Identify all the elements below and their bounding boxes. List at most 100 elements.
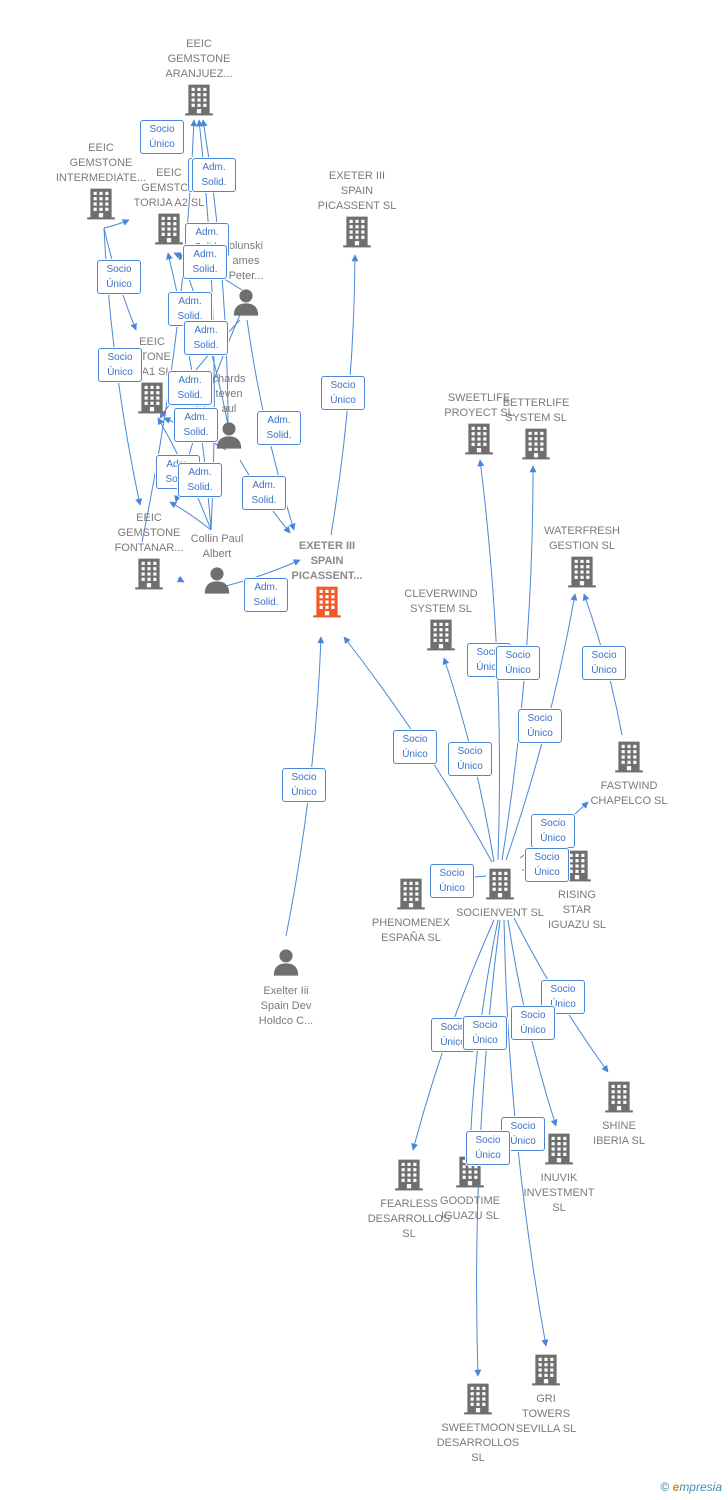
building-icon[interactable] — [529, 1353, 563, 1392]
person-icon[interactable] — [271, 947, 301, 982]
node-rising[interactable]: RISING STAR IGUAZU SL — [548, 888, 606, 933]
building-icon[interactable] — [424, 618, 458, 657]
edge-collin-to-fontanar — [169, 501, 212, 531]
relation-badge[interactable]: Socio Único — [511, 1006, 555, 1040]
relation-badge[interactable]: Socio Único — [430, 864, 474, 898]
person-icon[interactable] — [231, 287, 261, 322]
empresia-logo[interactable]: empresia — [672, 1480, 722, 1494]
building-icon[interactable] — [152, 212, 186, 251]
copyright-symbol: © — [660, 1480, 670, 1494]
node-label: SOCIENVENT SL — [456, 907, 544, 919]
node-picassent_top[interactable]: EXETER III SPAIN PICASSENT SL — [318, 169, 397, 214]
node-shine[interactable]: SHINE IBERIA SL — [593, 1119, 645, 1149]
edge-kolunski-to-a1 — [159, 319, 241, 419]
building-icon[interactable] — [612, 740, 646, 779]
node-label: SWEETLIFE PROYECT SL — [444, 392, 514, 419]
relation-badge[interactable]: Adm. Solid. — [244, 578, 288, 612]
node-label: BETTERLIFE SYSTEM SL — [502, 397, 570, 424]
node-main[interactable]: EXETER III SPAIN PICASSENT... — [292, 539, 363, 584]
building-icon[interactable] — [394, 877, 428, 916]
relation-badge[interactable]: Adm. Solid. — [184, 321, 228, 355]
building-icon[interactable] — [565, 555, 599, 594]
building-icon[interactable] — [84, 187, 118, 226]
node-cleverwind[interactable]: CLEVERWIND SYSTEM SL — [404, 587, 477, 617]
building-icon[interactable] — [182, 83, 216, 122]
node-exelter[interactable]: Exelter Iii Spain Dev Holdco C... — [259, 984, 313, 1029]
building-icon[interactable] — [519, 427, 553, 466]
node-phenomenex[interactable]: PHENOMENEX ESPAÑA SL — [372, 916, 450, 946]
building-icon[interactable] — [135, 381, 169, 420]
relation-badge[interactable]: Socio Único — [448, 742, 492, 776]
edge-collin-to-main — [225, 559, 301, 587]
node-label: EXETER III SPAIN PICASSENT... — [291, 540, 363, 582]
node-label: chards teven aul — [212, 373, 246, 415]
node-fontanar[interactable]: EEIC GEMSTONE FONTANAR... — [115, 511, 184, 556]
node-label: Exelter Iii Spain Dev Holdco C... — [258, 985, 314, 1027]
node-waterfresh[interactable]: WATERFRESH GESTION SL — [544, 524, 620, 554]
building-icon[interactable] — [340, 215, 374, 254]
node-label: PHENOMENEX ESPAÑA SL — [371, 917, 451, 944]
node-inuvik[interactable]: INUVIK INVESTMENT SL — [524, 1171, 595, 1216]
node-sweetmoon[interactable]: SWEETMOON DESARROLLOS SL — [437, 1421, 520, 1466]
building-icon[interactable] — [483, 867, 517, 906]
building-icon[interactable] — [461, 1382, 495, 1421]
relation-badge[interactable]: Socio Único — [496, 646, 540, 680]
relation-badge[interactable]: Adm. Solid. — [178, 463, 222, 497]
relation-badge[interactable]: Adm. Solid. — [257, 411, 301, 445]
relation-badge[interactable]: Socio Único — [282, 768, 326, 802]
node-label: SWEETMOON DESARROLLOS SL — [436, 1422, 520, 1464]
node-label: EEIC GEMSTONE INTERMEDIATE... — [55, 142, 147, 184]
relation-badge[interactable]: Socio Único — [321, 376, 365, 410]
node-collin[interactable]: Collin Paul Albert — [191, 532, 244, 562]
relation-badge[interactable]: Socio Único — [97, 260, 141, 294]
relation-badge[interactable]: Adm. Solid. — [168, 292, 212, 326]
building-icon[interactable] — [132, 557, 166, 596]
person-icon[interactable] — [214, 420, 244, 455]
node-torija[interactable]: EEIC GEMSTON TORIJA A2 SL — [134, 166, 205, 211]
node-kolunski[interactable]: olunski ames Peter... — [229, 239, 264, 284]
relation-badge[interactable]: Socio Único — [140, 120, 184, 154]
copyright-notice: © empresia — [660, 1480, 722, 1494]
relation-badge[interactable]: Socio Único — [463, 1016, 507, 1050]
node-label: GOODTIME IGUAZU SL — [440, 1195, 500, 1222]
relation-badge[interactable]: Socio Único — [525, 848, 569, 882]
relation-badge[interactable]: Socio Único — [466, 1131, 510, 1165]
edge-intermediate-to-torija — [103, 219, 130, 229]
node-label: EEIC GEMSTON TORIJA A2 SL — [133, 167, 205, 209]
building-icon[interactable] — [310, 585, 344, 624]
relation-badge[interactable]: Adm. Solid. — [174, 408, 218, 442]
node-socienvent[interactable]: SOCIENVENT SL — [456, 906, 544, 921]
node-gri[interactable]: GRI TOWERS SEVILLA SL — [516, 1392, 577, 1437]
building-icon[interactable] — [392, 1158, 426, 1197]
node-fastwind[interactable]: FASTWIND CHAPELCO SL — [590, 779, 667, 809]
relation-badge[interactable]: Adm. Solid. — [242, 476, 286, 510]
relation-badge[interactable]: Socio Único — [518, 709, 562, 743]
building-icon[interactable] — [462, 422, 496, 461]
relation-badge[interactable]: Adm. Solid. — [168, 371, 212, 405]
node-richards[interactable]: chards teven aul — [212, 372, 245, 417]
node-betterlife[interactable]: BETTERLIFE SYSTEM SL — [503, 396, 570, 426]
relation-badge[interactable]: Adm. Solid. — [183, 245, 227, 279]
building-icon[interactable] — [560, 849, 594, 888]
node-aranjuez[interactable]: EEIC GEMSTONE ARANJUEZ... — [165, 37, 232, 82]
node-fearless[interactable]: FEARLESS DESARROLLOS SL — [368, 1197, 451, 1242]
node-label: CLEVERWIND SYSTEM SL — [404, 588, 478, 615]
relation-badge[interactable]: Socio Único — [541, 980, 585, 1014]
edge-fontanar-to-collin — [176, 575, 185, 583]
node-label: EXETER III SPAIN PICASSENT SL — [317, 170, 397, 212]
relation-badge[interactable]: Socio Único — [393, 730, 437, 764]
node-label: RISING STAR IGUAZU SL — [547, 889, 607, 931]
node-label: INUVIK INVESTMENT SL — [523, 1172, 595, 1214]
node-goodtime[interactable]: GOODTIME IGUAZU SL — [440, 1194, 500, 1224]
building-icon[interactable] — [542, 1132, 576, 1171]
person-icon[interactable] — [202, 565, 232, 600]
node-sweetlife[interactable]: SWEETLIFE PROYECT SL — [444, 391, 514, 421]
relation-badge[interactable]: Socio Único — [98, 348, 142, 382]
node-intermediate[interactable]: EEIC GEMSTONE INTERMEDIATE... — [56, 141, 146, 186]
node-label: FASTWIND CHAPELCO SL — [590, 780, 668, 807]
relation-badge[interactable]: Adm. Solid. — [192, 158, 236, 192]
relation-badge[interactable]: Socio Único — [531, 814, 575, 848]
node-label: GRI TOWERS SEVILLA SL — [515, 1393, 577, 1435]
relation-badge[interactable]: Socio Único — [582, 646, 626, 680]
building-icon[interactable] — [602, 1080, 636, 1119]
